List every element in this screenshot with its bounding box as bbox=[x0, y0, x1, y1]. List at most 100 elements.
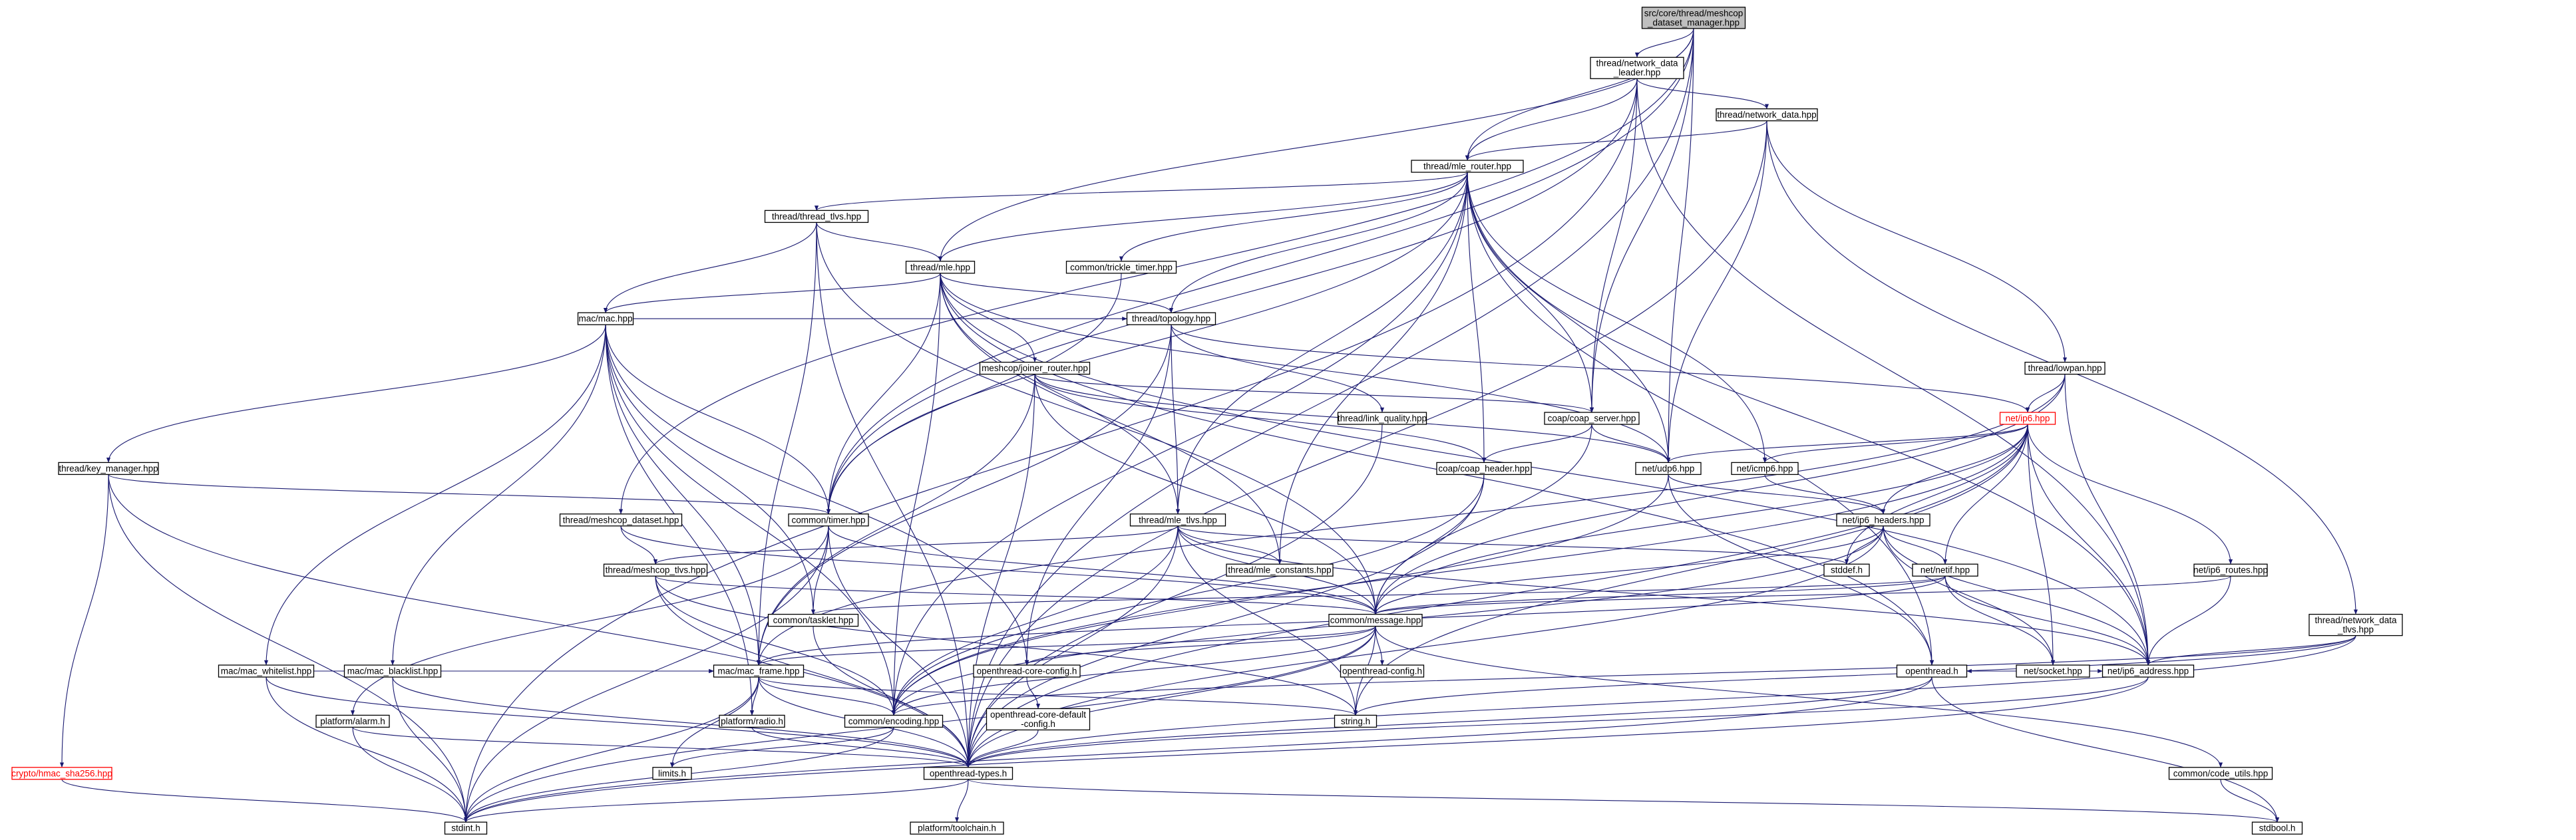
include-edge bbox=[1034, 374, 1378, 615]
include-edge bbox=[1467, 172, 1671, 463]
include-edge bbox=[940, 273, 2151, 666]
include-edge bbox=[966, 120, 1767, 768]
node-limits[interactable]: limits.h bbox=[652, 767, 692, 780]
node-mac[interactable]: mac/mac.hpp bbox=[577, 312, 634, 325]
include-edge bbox=[1171, 325, 1385, 413]
node-box bbox=[603, 563, 708, 577]
node-label: thread/network_data bbox=[2314, 615, 2397, 625]
node-blacklist[interactable]: mac/mac_blacklist.hpp bbox=[343, 664, 442, 678]
include-edge bbox=[605, 325, 761, 666]
node-ndtlvs[interactable]: thread/network_data_tlvs.hpp bbox=[2308, 613, 2403, 636]
node-socket[interactable]: net/socket.hpp bbox=[2016, 664, 2090, 678]
node-box bbox=[315, 714, 390, 728]
node-ip6addr[interactable]: net/ip6_address.hpp bbox=[2102, 664, 2195, 678]
node-ip6routes[interactable]: net/ip6_routes.hpp bbox=[2193, 563, 2268, 577]
node-root[interactable]: src/core/thread/meshcop_dataset_manager.… bbox=[1641, 7, 1746, 29]
node-macframe[interactable]: mac/mac_frame.hpp bbox=[713, 664, 805, 678]
node-label: -config.h bbox=[1021, 719, 1055, 729]
include-edge bbox=[966, 374, 1035, 768]
node-box bbox=[2168, 767, 2273, 780]
include-edge bbox=[620, 525, 658, 565]
include-edge bbox=[1467, 172, 1934, 666]
node-icmp6[interactable]: net/icmp6.hpp bbox=[1731, 462, 1799, 476]
node-topo[interactable]: thread/topology.hpp bbox=[1126, 312, 1216, 325]
include-edge bbox=[266, 676, 970, 768]
node-msg[interactable]: common/message.hpp bbox=[1328, 613, 1423, 627]
node-timer[interactable]: common/timer.hpp bbox=[788, 513, 869, 527]
node-box bbox=[1836, 513, 1931, 527]
include-edge bbox=[59, 474, 109, 768]
node-label: net/udp6.hpp bbox=[1642, 464, 1695, 474]
node-mler[interactable]: thread/mle_router.hpp bbox=[1411, 160, 1524, 173]
node-ip6[interactable]: net/ip6.hpp bbox=[1999, 412, 2056, 425]
node-coapsrv[interactable]: coap/coap_server.hpp bbox=[1544, 412, 1640, 425]
include-edge bbox=[815, 172, 1468, 211]
node-label: thread/thread_tlvs.hpp bbox=[772, 211, 861, 221]
node-box bbox=[1896, 664, 1968, 678]
node-box bbox=[844, 714, 944, 728]
include-edge bbox=[966, 676, 2149, 768]
node-keymgr[interactable]: thread/key_manager.hpp bbox=[58, 462, 159, 476]
node-mleconst[interactable]: thread/mle_constants.hpp bbox=[1226, 563, 1334, 577]
node-ttlv[interactable]: thread/thread_tlvs.hpp bbox=[764, 210, 869, 223]
include-edge bbox=[1467, 172, 1487, 463]
node-toolchain[interactable]: platform/toolchain.h bbox=[910, 821, 1004, 835]
node-coredef[interactable]: openthread-core-default-config.h bbox=[986, 708, 1091, 731]
node-box bbox=[764, 210, 869, 223]
include-edge bbox=[891, 474, 1485, 716]
node-mcds[interactable]: thread/meshcop_dataset.hpp bbox=[559, 513, 683, 527]
include-edge bbox=[670, 727, 894, 768]
node-box bbox=[788, 513, 869, 527]
node-box bbox=[1823, 563, 1870, 577]
node-codeutils[interactable]: common/code_utils.hpp bbox=[2168, 767, 2273, 780]
node-label: openthread-config.h bbox=[1342, 666, 1422, 676]
include-edge bbox=[1175, 172, 1468, 515]
include-edge bbox=[1119, 172, 1468, 262]
node-stdint[interactable]: stdint.h bbox=[444, 821, 488, 835]
node-stdbool[interactable]: stdbool.h bbox=[2251, 821, 2303, 835]
include-edge bbox=[813, 626, 971, 768]
node-label: thread/lowpan.hpp bbox=[2028, 363, 2102, 373]
node-lowpan[interactable]: thread/lowpan.hpp bbox=[2024, 361, 2106, 375]
include-edge bbox=[1942, 424, 2028, 565]
node-mle[interactable]: thread/mle.hpp bbox=[905, 261, 976, 274]
node-udp6[interactable]: net/udp6.hpp bbox=[1635, 462, 1702, 476]
node-otcfg[interactable]: openthread-config.h bbox=[1340, 664, 1425, 678]
node-label: stddef.h bbox=[1831, 565, 1863, 575]
node-mcptlvs[interactable]: thread/meshcop_tlvs.hpp bbox=[603, 563, 708, 577]
node-corecfg[interactable]: openthread-core-config.h bbox=[973, 664, 1081, 678]
node-stddef[interactable]: stddef.h bbox=[1823, 563, 1870, 577]
node-encoding[interactable]: common/encoding.hpp bbox=[844, 714, 944, 728]
edge-layer bbox=[59, 28, 2358, 823]
node-ot[interactable]: openthread.h bbox=[1896, 664, 1968, 678]
node-radio[interactable]: platform/radio.h bbox=[719, 714, 785, 728]
node-box bbox=[1337, 412, 1427, 425]
include-edge bbox=[756, 325, 1172, 666]
node-label: net/netif.hpp bbox=[1921, 565, 1970, 575]
node-mletlvs[interactable]: thread/mle_tlvs.hpp bbox=[1129, 513, 1226, 527]
node-label: mac/mac_blacklist.hpp bbox=[347, 666, 439, 676]
node-tasklet[interactable]: common/tasklet.hpp bbox=[767, 613, 859, 627]
include-edge bbox=[940, 273, 1282, 565]
include-edge bbox=[1171, 325, 2030, 413]
node-netif[interactable]: net/netif.hpp bbox=[1912, 563, 1978, 577]
node-ottypes[interactable]: openthread-types.h bbox=[923, 767, 1013, 780]
include-edge bbox=[892, 635, 2356, 716]
node-label: mac/mac_frame.hpp bbox=[717, 666, 799, 676]
node-joiner[interactable]: meshcop/joiner_router.hpp bbox=[979, 361, 1091, 375]
node-trickle[interactable]: common/trickle_timer.hpp bbox=[1065, 261, 1177, 274]
include-edge bbox=[1034, 374, 1487, 463]
node-lq[interactable]: thread/link_quality.hpp bbox=[1337, 412, 1427, 425]
node-whitelist[interactable]: mac/mac_whitelist.hpp bbox=[218, 664, 315, 678]
node-hmac[interactable]: crypto/hmac_sha256.hpp bbox=[11, 767, 112, 780]
node-string[interactable]: string.h bbox=[1334, 714, 1378, 728]
node-ip6hdr[interactable]: net/ip6_headers.hpp bbox=[1836, 513, 1931, 527]
node-box bbox=[1590, 57, 1684, 79]
node-coaphdr[interactable]: coap/coap_header.hpp bbox=[1436, 462, 1532, 476]
node-label: common/tasklet.hpp bbox=[773, 615, 854, 625]
node-nd[interactable]: thread/network_data.hpp bbox=[1716, 108, 1818, 122]
include-edge bbox=[940, 273, 1671, 463]
include-edge bbox=[1373, 424, 2028, 615]
node-ndl[interactable]: thread/network_data_leader.hpp bbox=[1590, 57, 1684, 79]
node-alarm[interactable]: platform/alarm.h bbox=[315, 714, 390, 728]
